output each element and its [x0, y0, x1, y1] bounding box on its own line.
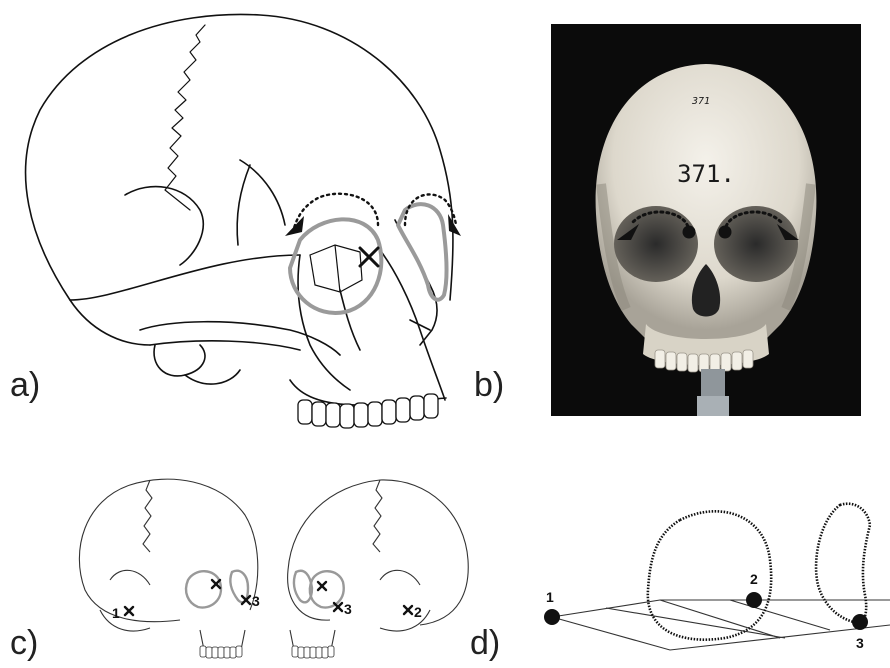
- landmark-dot-left: [683, 226, 696, 239]
- panel-c-frontal-skull-drawings: 1 3 3 2 c) d): [0, 460, 500, 668]
- x-landmark-marker: [360, 248, 378, 266]
- frontal-skull-right: [288, 480, 469, 655]
- skull-photo-svg: 371. 371: [551, 24, 861, 416]
- landmark-label-3: 3: [856, 635, 864, 651]
- landmark-label-1-left-skull: 1: [112, 605, 120, 621]
- panel-a-lateral-skull-drawing: a) b): [0, 0, 520, 440]
- landmark-dot-2: [746, 592, 762, 608]
- frontal-skulls-svg: 1 3 3 2: [0, 460, 500, 668]
- panel-letter-d: d): [470, 626, 500, 660]
- panel-b-skull-photo: 371. 371: [551, 24, 861, 416]
- specimen-number-label: 371.: [677, 160, 735, 188]
- landmark-dot-1: [544, 609, 560, 625]
- frontal-skull-left: [79, 479, 257, 655]
- left-skull-orbit-left: [186, 571, 221, 607]
- orbit-contours-svg: 1 2 3: [530, 490, 890, 668]
- landmark-label-2-right-skull: 2: [414, 604, 422, 620]
- panel-letter-a: a): [10, 368, 40, 402]
- landmark-label-3-right-skull: 3: [344, 601, 352, 617]
- arrowhead-left-icon: [285, 216, 304, 236]
- left-skull-orbit-right: [230, 571, 248, 603]
- right-orbit-photo: [714, 206, 798, 282]
- reference-plane: [552, 600, 890, 650]
- left-orbit-outline-grey: [290, 219, 381, 313]
- coronal-suture: [165, 25, 205, 210]
- dotted-arc-right-orbit: [405, 194, 456, 225]
- landmark-label-3-left-skull: 3: [252, 593, 260, 609]
- panel-letter-c: c): [10, 626, 38, 660]
- orbit-contour-narrow: [816, 504, 870, 623]
- zygomatic-arch: [140, 322, 340, 355]
- panel-d-orbit-contours-plane: 1 2 3: [530, 490, 890, 668]
- lateral-skull-svg: [0, 0, 520, 440]
- specimen-mark-top: 371: [691, 96, 710, 107]
- panel-letter-b: b): [474, 368, 504, 402]
- left-orbit-photo: [614, 206, 698, 282]
- cranial-vault-outline: [26, 14, 453, 300]
- landmark-dot-right: [719, 226, 732, 239]
- landmark-label-1: 1: [546, 589, 554, 605]
- landmark-dot-3: [852, 614, 868, 630]
- landmark-label-2: 2: [750, 571, 758, 587]
